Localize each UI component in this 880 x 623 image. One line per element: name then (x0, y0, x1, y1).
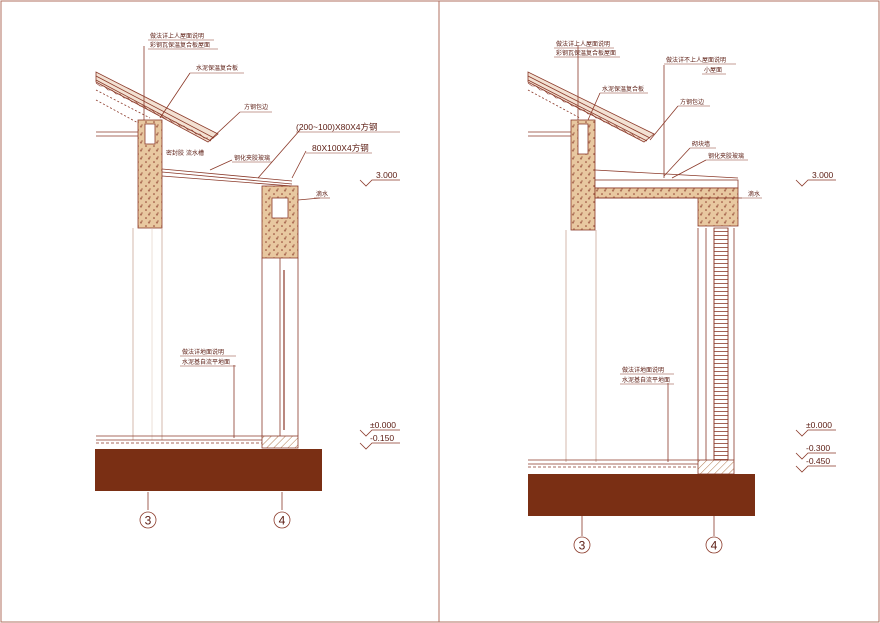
right-level-roof (795, 179, 836, 187)
left-ground-slab (95, 449, 322, 491)
left-axis-3: 3 (139, 511, 157, 529)
right-wall (565, 119, 597, 462)
left-note-sealant: 密封胶 (166, 149, 184, 157)
left-note-glass: 钢化夹胶玻璃 (234, 154, 270, 162)
left-note-steel-wrap: 方钢包边 (244, 103, 268, 111)
left-level-roof-text: 3.000 (376, 170, 398, 180)
right-note-glass: 钢化夹胶玻璃 (708, 152, 744, 160)
left-level-ground-text: -0.150 (370, 433, 394, 443)
right-note-roof-spec-1: 做法详上人屋面说明 (556, 40, 610, 48)
left-note-floor-spec-1: 做法详地面说明 (182, 348, 224, 356)
left-note-gutter: 流水槽 (186, 149, 204, 157)
right-note-floor-spec-2: 水泥基自流平地面 (622, 376, 670, 384)
right-level-3-text: -0.450 (806, 456, 830, 466)
right-note-steel-wrap: 方钢包边 (680, 98, 704, 106)
right-note-drip: 滴水 (748, 190, 760, 198)
right-level-roof-text: 3.000 (812, 170, 834, 180)
right-note-parapet: 砌块墙 (692, 140, 710, 148)
right-brick-wall (697, 227, 735, 475)
right-level-floor (795, 429, 836, 473)
right-flat-roof (594, 169, 739, 227)
left-axis-label-3: 3 (145, 514, 152, 528)
left-level-floor (359, 429, 400, 450)
right-level-floor-text: ±0.000 (806, 420, 832, 430)
left-level-roof (359, 179, 400, 187)
right-note-roof-spec-2: 彩钢瓦保温复合板屋面 (556, 49, 616, 57)
left-axis-4: 4 (273, 511, 291, 529)
left-note-roof-spec-1: 做法详上人屋面说明 (150, 32, 204, 40)
left-wall (132, 119, 163, 440)
left-note-drip: 滴水 (316, 190, 328, 198)
left-axis-label-4: 4 (279, 514, 286, 528)
left-column (261, 185, 299, 449)
left-note-floor-spec-2: 水泥基自流平地面 (182, 358, 230, 366)
right-note-roof-spec-4: 小屋面 (704, 66, 722, 74)
right-note-roof-spec-3: 做法详不上人屋面说明 (666, 56, 726, 64)
left-note-cement-panel: 水泥保温复合板 (196, 64, 238, 72)
right-roof (527, 71, 655, 143)
right-axis-3: 3 (573, 536, 591, 554)
right-axis-label-4: 4 (711, 539, 718, 553)
left-section (95, 46, 321, 510)
left-note-roof-spec-2: 彩钢瓦保温复合板屋面 (150, 41, 210, 49)
left-glass-roof (161, 168, 293, 187)
left-roof (95, 71, 219, 143)
right-axis-4: 4 (705, 536, 723, 554)
right-section (527, 46, 742, 536)
right-note-floor-spec-1: 做法详地面说明 (622, 366, 664, 374)
right-axis-label-3: 3 (579, 539, 586, 553)
left-note-steel-tube: 80X100X4方钢 (312, 143, 369, 153)
right-note-cement-panel: 水泥保温复合板 (602, 85, 644, 93)
left-level-floor-text: ±0.000 (370, 420, 396, 430)
right-level-2-text: -0.300 (806, 443, 830, 453)
right-floor (528, 459, 698, 468)
left-note-steel-beam: (200~100)X80X4方钢 (296, 122, 378, 132)
right-ground-slab (528, 474, 755, 516)
